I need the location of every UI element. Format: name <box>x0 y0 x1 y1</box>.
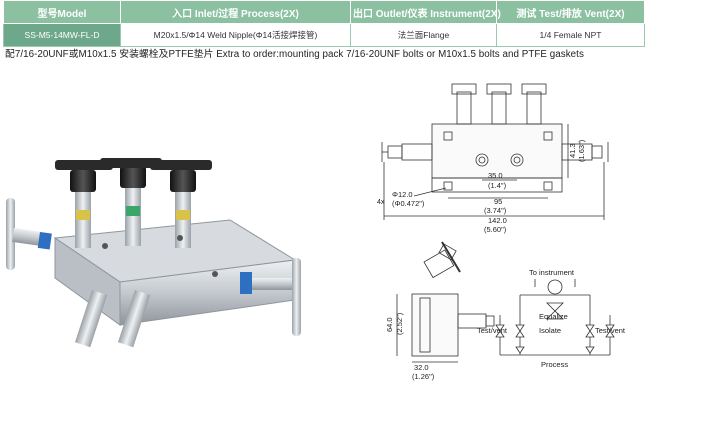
header-model: 型号Model <box>3 0 121 24</box>
dim-12: Φ12.0 <box>392 190 413 199</box>
right-handle-bar <box>292 258 301 336</box>
label-test-vent-left: Test/vent <box>477 326 508 335</box>
valve-stem-1 <box>55 160 113 248</box>
cell-outlet: 法兰面Flange <box>350 23 497 47</box>
header-outlet: 出口 Outlet/仪表 Instrument(2X) <box>350 0 501 24</box>
table-row: SS-M5-14MW-FL-D M20x1.5/Φ14 Weld Nipple(… <box>3 23 645 47</box>
front-view <box>381 83 609 193</box>
label-test-vent-right: Test/vent <box>595 326 626 335</box>
cell-model: SS-M5-14MW-FL-D <box>3 23 121 47</box>
process-nipple-2 <box>118 290 151 348</box>
dim-1-26: (1.26") <box>412 372 435 381</box>
dim-64: 64.0 <box>385 317 394 332</box>
flow-schematic: To instrument Equalize Test/vent Isolate… <box>477 268 626 369</box>
side-view <box>411 241 495 357</box>
cell-inlet: M20x1.5/Φ14 Weld Nipple(Φ14活接焊接管) <box>120 23 351 47</box>
blue-band-left <box>37 232 52 250</box>
process-nipple-1 <box>75 290 108 348</box>
spec-table: 型号Model 入口 Inlet/过程 Process(2X) 出口 Outle… <box>3 0 645 47</box>
cell-vent: 1/4 Female NPT <box>496 23 645 47</box>
left-handle-bar <box>6 198 15 270</box>
dim-1-63: (1.63") <box>577 139 586 162</box>
dim-1-4: (1.4") <box>488 181 507 190</box>
dim-41-3: 41.3 <box>568 143 577 158</box>
dim-35: 35.0 <box>488 171 503 180</box>
dim-95: 95 <box>494 197 502 206</box>
table-header-row: 型号Model 入口 Inlet/过程 Process(2X) 出口 Outle… <box>3 0 645 24</box>
dim-32: 32.0 <box>414 363 429 372</box>
dim-142: 142.0 <box>488 216 507 225</box>
hole-prefix: 4x <box>377 199 385 206</box>
label-to-instrument: To instrument <box>529 268 575 277</box>
dim-2-52: (2.52") <box>395 312 404 335</box>
blue-band-right <box>240 272 252 294</box>
header-vent: 测试 Test/排放 Vent(2X) <box>496 0 645 24</box>
manifold-photo <box>6 158 301 348</box>
mounting-note: 配7/16-20UNF或M10x1.5 安装螺栓及PTFE垫片 Extra to… <box>5 49 584 60</box>
label-process: Process <box>541 360 568 369</box>
dimension-drawing: 41.3 (1.63") 35.0 (1.4") 4x Φ12.0 (Φ0.47… <box>377 83 609 381</box>
valve-stem-3 <box>150 160 212 248</box>
label-isolate: Isolate <box>539 326 561 335</box>
valve-stem-2 <box>100 158 162 246</box>
dim-5-60: (5.60") <box>484 225 507 234</box>
header-inlet: 入口 Inlet/过程 Process(2X) <box>120 0 351 24</box>
dim-3-74: (3.74") <box>484 206 507 215</box>
label-equalize: Equalize <box>539 312 568 321</box>
gauge-symbol <box>547 279 563 295</box>
dim-0-472: (Φ0.472") <box>392 199 425 208</box>
